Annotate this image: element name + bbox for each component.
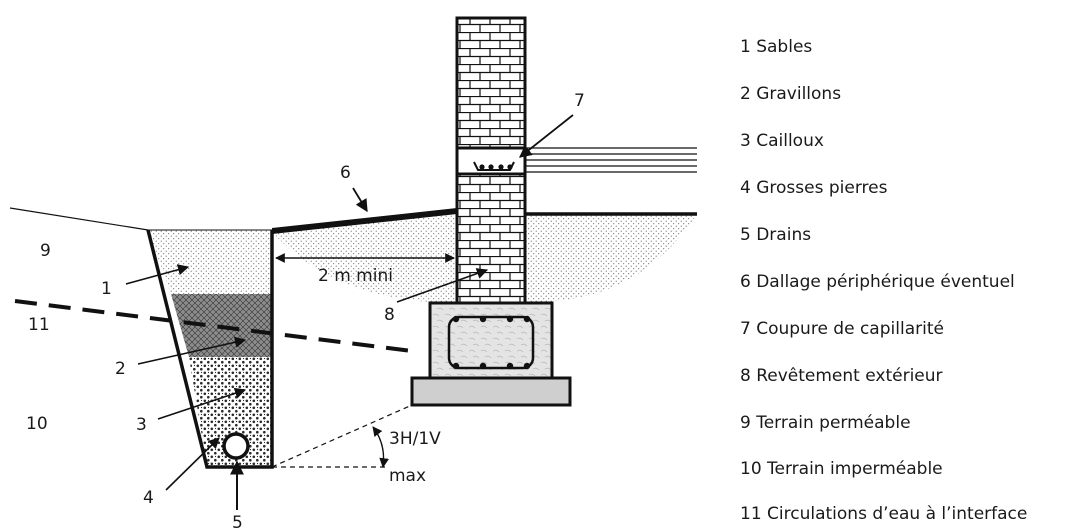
sand-backfill [272,214,697,305]
callout-8: 8 [384,305,395,325]
footing-rebar-cage [447,315,535,370]
legend-item-coupure-capillarite: 7 Coupure de capillarité [740,319,944,339]
leader-arrow-1 [125,264,190,285]
rebar [523,315,531,323]
capillary-cut-bar [498,164,504,170]
rebar [479,362,487,370]
leader-arrow-6 [352,187,368,213]
callout-11: 11 [28,315,50,335]
legend-item-dallage: 6 Dallage périphérique éventuel [740,272,1015,292]
footing-base [410,376,572,407]
callout-2: 2 [115,359,126,379]
capillary-cut-bar [479,164,485,170]
callout-9: 9 [40,241,51,261]
capillary-cut-bar [507,164,513,170]
dimension-label: 2 m mini [318,266,393,286]
legend-item-circulations-eau: 11 Circulations d’eau à l’interface [740,504,1028,524]
slope-angle-arc [372,426,389,468]
trench-sand-layer [148,230,272,294]
legend-item-terrain-impermeable: 10 Terrain imperméable [740,459,943,479]
leader-arrow-3 [157,387,247,420]
natural-ground-line [9,207,149,231]
capillary-cut-bar [488,164,494,170]
legend-item-drains: 5 Drains [740,225,812,245]
legend-item-cailloux: 3 Cailloux [740,131,824,151]
rebar [452,362,460,370]
brick-wall-upper [455,16,527,150]
leader-arrow-7 [519,114,574,158]
legend-item-grosses-pierres: 4 Grosses pierres [740,178,888,198]
callout-10: 10 [26,414,48,434]
slope-line [271,404,413,468]
brick-wall-lower [455,172,527,307]
callout-7: 7 [574,91,585,111]
rebar [523,362,531,370]
rebar [506,315,514,323]
peripheral-slab [272,208,457,234]
slope-label: 3H/1V [389,429,441,449]
legend-item-gravillons: 2 Gravillons [740,84,842,104]
legend-item-sables: 1 Sables [740,37,813,57]
leader-arrow-4 [165,437,220,491]
callout-1: 1 [101,279,112,299]
leader-arrow-8 [396,268,489,303]
rebar [452,315,460,323]
rebar [506,362,514,370]
legend-item-revetement: 8 Revêtement extérieur [740,366,943,386]
slope-sublabel: max [389,466,426,486]
callout-4: 4 [143,488,154,508]
drain-pipe [222,432,250,460]
leader-arrow-2 [137,336,247,365]
callout-5: 5 [232,513,243,530]
rebar [479,315,487,323]
footing-body [428,301,554,380]
callout-3: 3 [136,415,147,435]
callout-6: 6 [340,163,351,183]
legend-item-terrain-permeable: 9 Terrain perméable [740,413,911,433]
